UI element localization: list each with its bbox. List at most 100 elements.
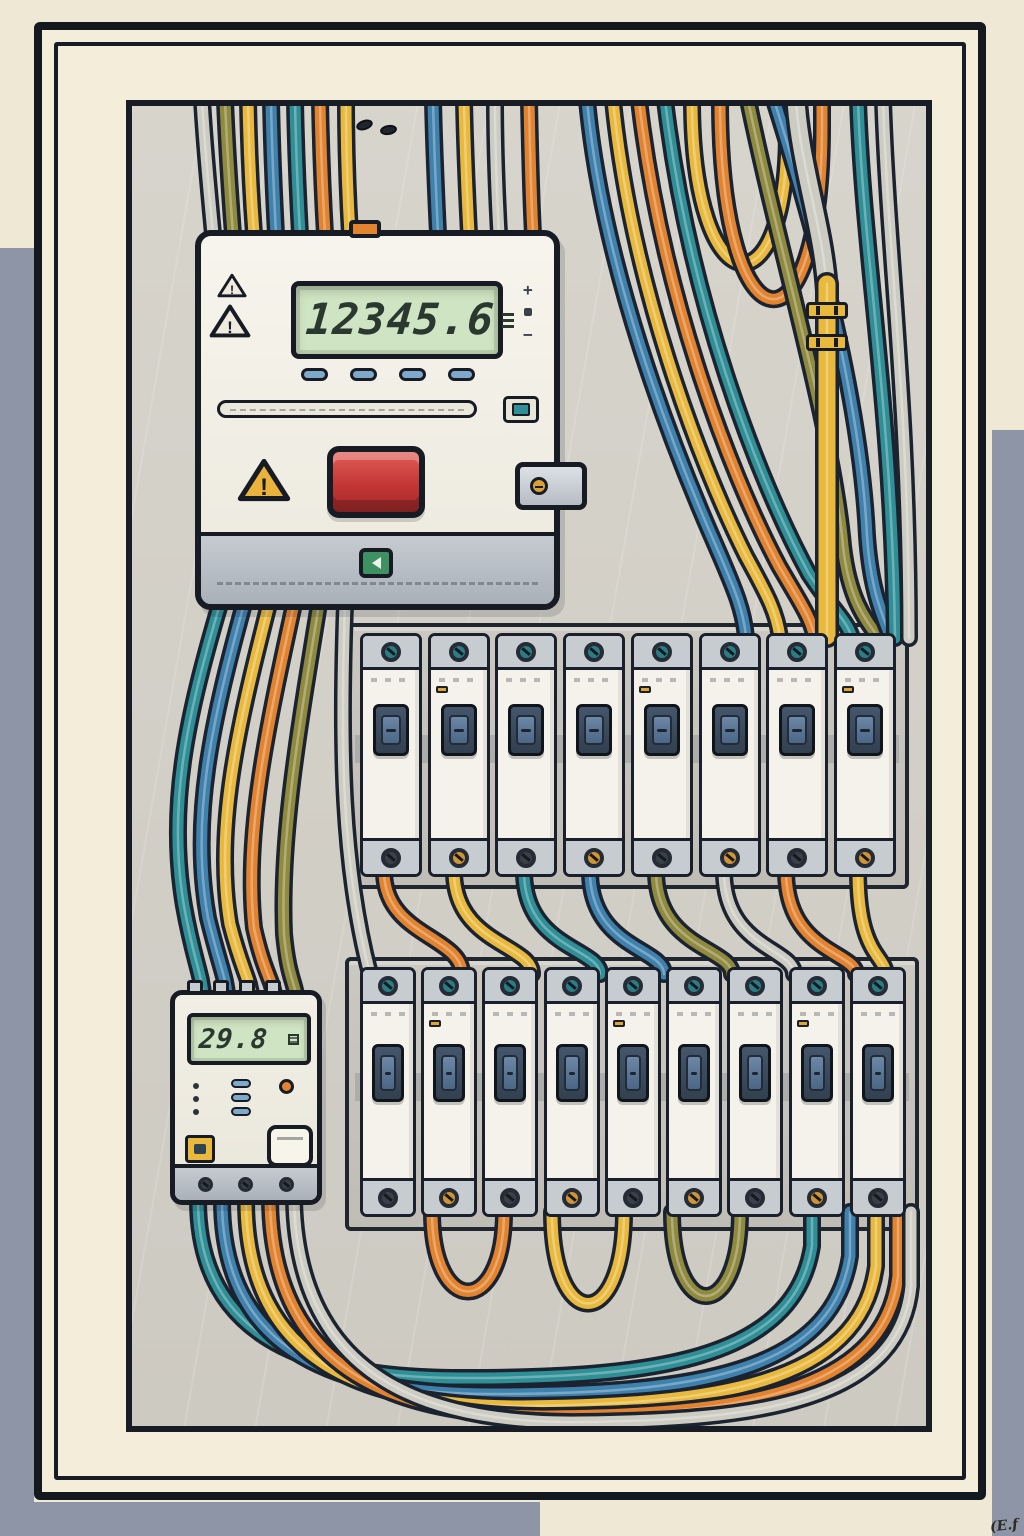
breaker-toggle[interactable] <box>440 704 477 756</box>
breaker-toggle[interactable] <box>494 1044 527 1102</box>
breaker-toggle[interactable] <box>371 1044 404 1102</box>
screw-icon <box>438 975 459 996</box>
breaker-terminal-top <box>607 970 658 1004</box>
warning-mark: ! <box>260 475 268 501</box>
breaker-markings <box>738 1012 773 1016</box>
circuit-breaker[interactable] <box>604 967 661 1217</box>
wire <box>219 598 275 1002</box>
meter-button[interactable] <box>350 368 377 381</box>
wire <box>784 106 839 303</box>
wire <box>638 106 817 640</box>
breaker-terminal-top <box>769 636 826 670</box>
breaker-terminal-bottom <box>362 838 419 874</box>
breaker-terminal-top <box>701 636 758 670</box>
circuit-breaker[interactable] <box>788 967 845 1217</box>
breaker-toggle[interactable] <box>432 1044 465 1102</box>
sub-meter-button[interactable] <box>231 1079 251 1088</box>
circuit-breaker[interactable] <box>630 633 693 877</box>
wire <box>656 106 861 647</box>
breaker-toggle[interactable] <box>616 1044 649 1102</box>
circuit-breaker[interactable] <box>420 967 477 1217</box>
sub-meter-reading: 29.8 <box>197 1023 270 1055</box>
circuit-breaker[interactable] <box>666 967 723 1217</box>
meter-green-button[interactable] <box>359 548 393 578</box>
circuit-breaker[interactable] <box>543 967 600 1217</box>
breaker-toggle-grip <box>808 1055 825 1091</box>
meter-lock-latch[interactable] <box>515 462 587 510</box>
screw-icon <box>806 1187 827 1208</box>
circuit-breaker[interactable] <box>482 967 539 1217</box>
wire <box>268 1198 900 1418</box>
breaker-markings <box>493 1012 528 1016</box>
breaker-label-dot <box>842 686 855 693</box>
breaker-toggle-grip <box>563 1055 580 1091</box>
cable-clamp-icon <box>806 334 848 351</box>
sub-meter-button[interactable] <box>231 1107 251 1116</box>
wire <box>881 106 911 640</box>
wire <box>660 106 858 644</box>
breaker-toggle[interactable] <box>643 704 680 756</box>
breaker-row-1 <box>357 633 899 877</box>
breaker-face <box>431 670 487 838</box>
breaker-toggle-grip <box>440 1055 457 1091</box>
breaker-toggle[interactable] <box>739 1044 772 1102</box>
meter-small-button[interactable] <box>503 396 539 423</box>
wire <box>711 106 831 309</box>
wire <box>520 106 542 243</box>
sub-meter-lcd-display: 29.8 <box>187 1013 311 1065</box>
breaker-face <box>702 670 758 838</box>
meter-button[interactable] <box>448 368 475 381</box>
sub-meter-terminals-top <box>187 980 281 994</box>
meter-seal-clip <box>349 220 381 238</box>
circuit-breaker[interactable] <box>359 633 422 877</box>
breaker-toggle[interactable] <box>847 704 884 756</box>
screw-icon <box>584 847 605 868</box>
circuit-breaker[interactable] <box>698 633 761 877</box>
breaker-toggle[interactable] <box>779 704 816 756</box>
circuit-breaker[interactable] <box>427 633 490 877</box>
wire <box>293 106 302 236</box>
breaker-markings <box>370 678 411 682</box>
breaker-toggle[interactable] <box>555 1044 588 1102</box>
breaker-toggle[interactable] <box>711 704 748 756</box>
breaker-toggle[interactable] <box>508 704 545 756</box>
square-mark-icon <box>523 308 532 316</box>
circuit-breaker[interactable] <box>495 633 558 877</box>
wire <box>427 106 444 240</box>
breaker-toggle[interactable] <box>576 704 613 756</box>
screw-icon <box>516 847 537 868</box>
wire <box>264 1194 904 1422</box>
meter-side-marks: + − <box>523 280 533 344</box>
sub-meter-button[interactable] <box>231 1093 251 1102</box>
sub-meter-test-button[interactable] <box>185 1135 215 1163</box>
meter-button[interactable] <box>399 368 426 381</box>
wire <box>690 106 789 265</box>
wire <box>686 106 793 269</box>
button-glyph-icon <box>512 403 530 416</box>
circuit-breaker[interactable] <box>563 633 626 877</box>
breaker-toggle[interactable] <box>678 1044 711 1102</box>
wire <box>340 106 356 240</box>
breaker-toggle[interactable] <box>800 1044 833 1102</box>
screw-icon <box>855 847 876 868</box>
breaker-toggle[interactable] <box>862 1044 895 1102</box>
breaker-toggle[interactable] <box>372 704 409 756</box>
wall-shadow-bottom <box>0 1502 540 1536</box>
breaker-face <box>566 670 622 838</box>
circuit-breaker[interactable] <box>359 967 416 1217</box>
terminal-nub <box>239 980 255 994</box>
wire <box>269 106 278 236</box>
meter-button[interactable] <box>301 368 328 381</box>
sub-meter-flip-cover[interactable] <box>267 1125 313 1167</box>
breaker-toggle-grip <box>686 1055 703 1091</box>
wire <box>219 106 239 240</box>
breaker-markings <box>506 678 547 682</box>
circuit-breaker[interactable] <box>850 967 907 1217</box>
circuit-breaker[interactable] <box>766 633 829 877</box>
wire <box>766 106 900 647</box>
circuit-breaker[interactable] <box>727 967 784 1217</box>
screw-icon <box>651 641 672 662</box>
circuit-breaker[interactable] <box>834 633 897 877</box>
breaker-terminal-top <box>362 970 413 1004</box>
emergency-stop-button[interactable] <box>327 446 425 518</box>
